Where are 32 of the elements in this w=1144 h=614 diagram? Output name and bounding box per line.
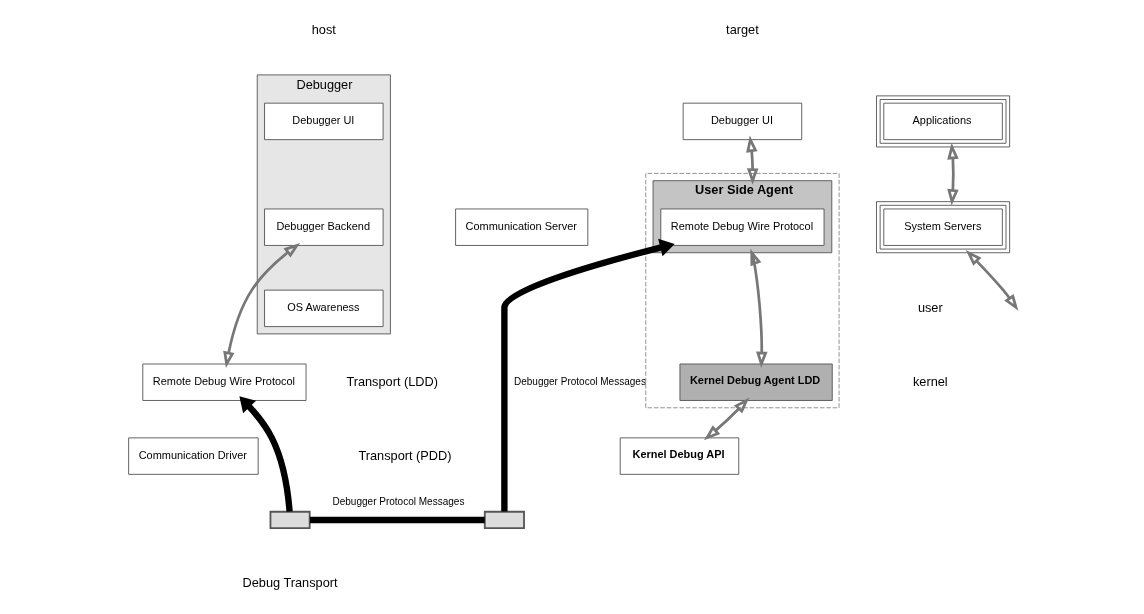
node-box: Communication Driver — [127, 437, 259, 475]
node-box: Debugger Backend — [263, 208, 384, 246]
node-box: Kernel Debug API — [619, 437, 739, 475]
arrow — [946, 142, 959, 206]
arrow — [500, 238, 675, 512]
node-box — [269, 510, 311, 530]
arrow — [749, 248, 768, 369]
node-box: Debugger UI — [263, 102, 384, 141]
arrow — [745, 135, 758, 185]
arrow — [703, 397, 749, 441]
label: Debug Transport — [242, 575, 338, 591]
label: Transport (LDD) — [345, 373, 438, 389]
edge-label: Debugger Protocol Messages — [513, 375, 646, 387]
label: target — [725, 21, 759, 37]
cluster — [644, 172, 840, 409]
arrow — [965, 250, 1018, 311]
node-box: OS Awareness — [263, 289, 384, 328]
label: host — [311, 21, 336, 37]
arrow — [222, 243, 300, 369]
label: kernel — [912, 373, 948, 389]
node-box: Remote Debug Wire Protocol — [659, 208, 824, 246]
edge-label: Debugger Protocol Messages — [331, 496, 464, 508]
node-box: Kernel Debug Agent LDD — [679, 363, 833, 401]
node-box: Remote Debug Wire Protocol — [141, 363, 306, 401]
node-box — [483, 510, 525, 530]
label: Transport (PDD) — [357, 447, 452, 463]
node-box: Applications — [875, 95, 1010, 148]
connector — [309, 516, 485, 524]
node-box: Communication Server — [454, 208, 588, 246]
node-box: Debugger UI — [682, 102, 802, 141]
label: user — [917, 299, 943, 315]
arrow — [238, 396, 293, 512]
